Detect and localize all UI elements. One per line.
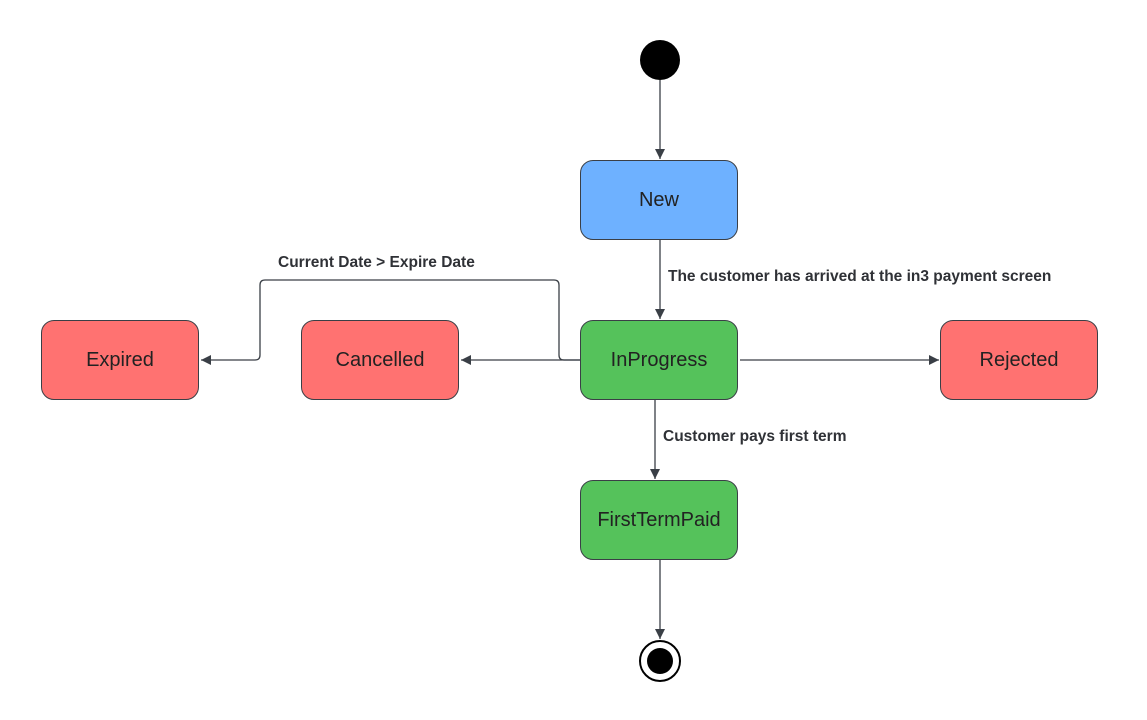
transition-label-pays-first-term: Customer pays first term [663,428,847,445]
edge-in-progress-to-expired [201,279,580,365]
state-new: New [580,160,738,240]
transition-label-arrived: The customer has arrived at the in3 paym… [668,268,1052,285]
final-state-node [639,640,681,682]
state-first-term-paid: FirstTermPaid [580,480,738,560]
state-rejected-label: Rejected [979,348,1059,371]
state-first-term-paid-label: FirstTermPaid [597,508,721,531]
state-expired-label: Expired [86,348,154,371]
state-in-progress-label: InProgress [610,348,708,371]
state-new-label: New [638,188,679,211]
final-state-dot [647,648,673,674]
state-rejected: Rejected [940,320,1098,400]
initial-state-node [640,40,680,80]
transition-label-expire-date: Current Date > Expire Date [278,254,475,271]
state-cancelled-label: Cancelled [335,348,425,371]
state-in-progress: InProgress [580,320,738,400]
state-cancelled: Cancelled [301,320,459,400]
state-expired: Expired [41,320,199,400]
